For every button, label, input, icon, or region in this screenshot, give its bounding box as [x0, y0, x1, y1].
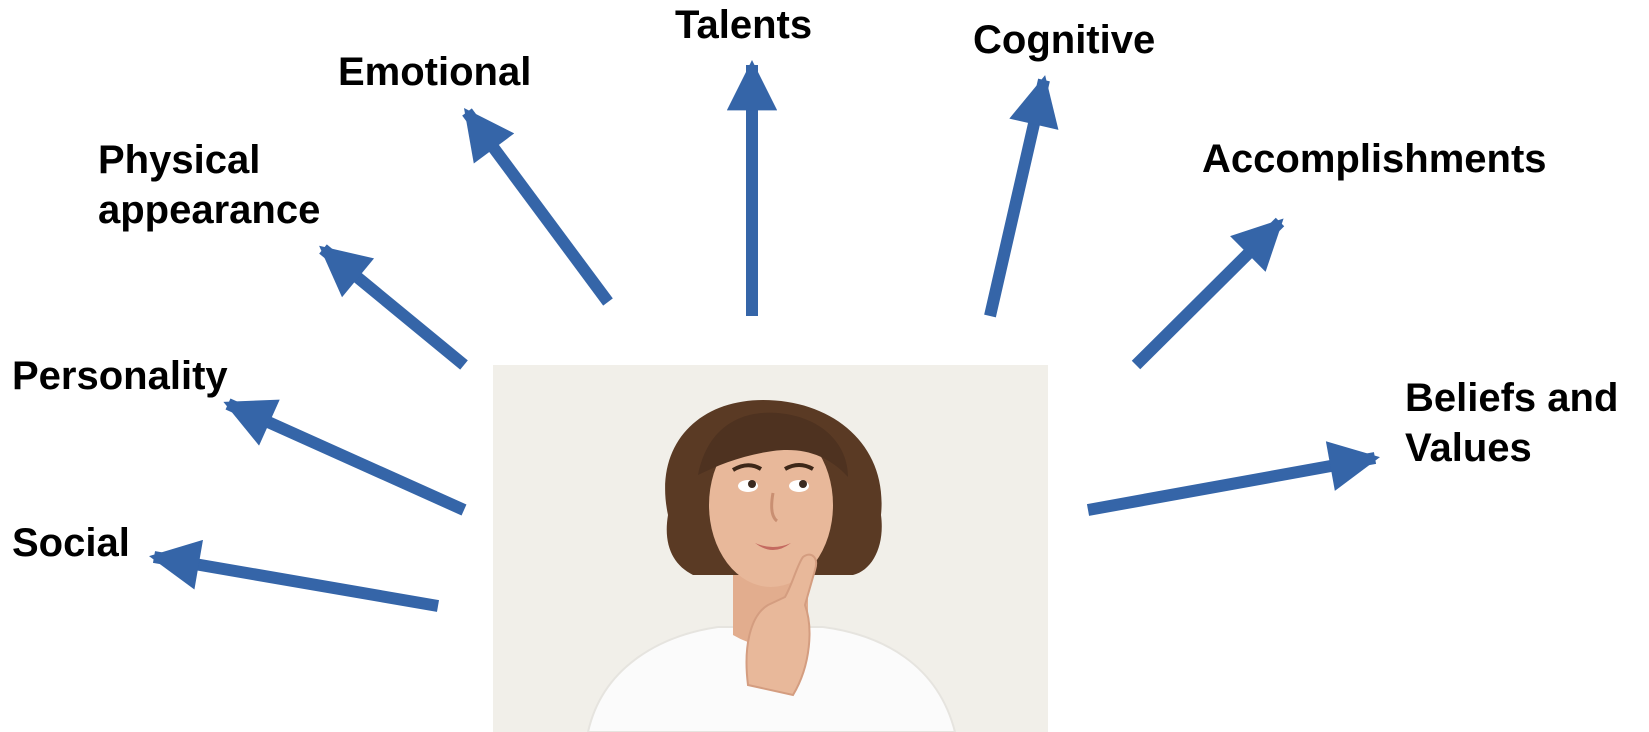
- arrow-physical-appearance: [319, 244, 468, 370]
- label-physical-line1: Physical: [98, 138, 261, 182]
- label-physical-line2: appearance: [98, 188, 321, 232]
- arrow-beliefs-values: [1086, 441, 1380, 516]
- label-personality: Personality: [12, 354, 228, 398]
- arrow-emotional: [462, 107, 613, 306]
- label-social: Social: [12, 521, 130, 565]
- label-beliefs-line1: Beliefs and: [1405, 376, 1619, 420]
- arrow-social: [149, 539, 440, 612]
- label-cognitive: Cognitive: [973, 18, 1156, 62]
- label-physical-appearance: Physical appearance: [98, 135, 320, 235]
- arrow-cognitive: [984, 75, 1059, 318]
- thinking-woman-icon: [493, 365, 1048, 732]
- thinking-woman-photo: [493, 365, 1048, 732]
- label-beliefs-values: Beliefs and Values: [1405, 373, 1618, 473]
- label-accomplishments: Accomplishments: [1202, 137, 1547, 181]
- label-talents: Talents: [675, 3, 813, 47]
- arrow-accomplishments: [1131, 217, 1285, 370]
- arrow-personality: [223, 398, 467, 516]
- label-beliefs-line2: Values: [1405, 426, 1532, 470]
- label-emotional: Emotional: [338, 50, 532, 94]
